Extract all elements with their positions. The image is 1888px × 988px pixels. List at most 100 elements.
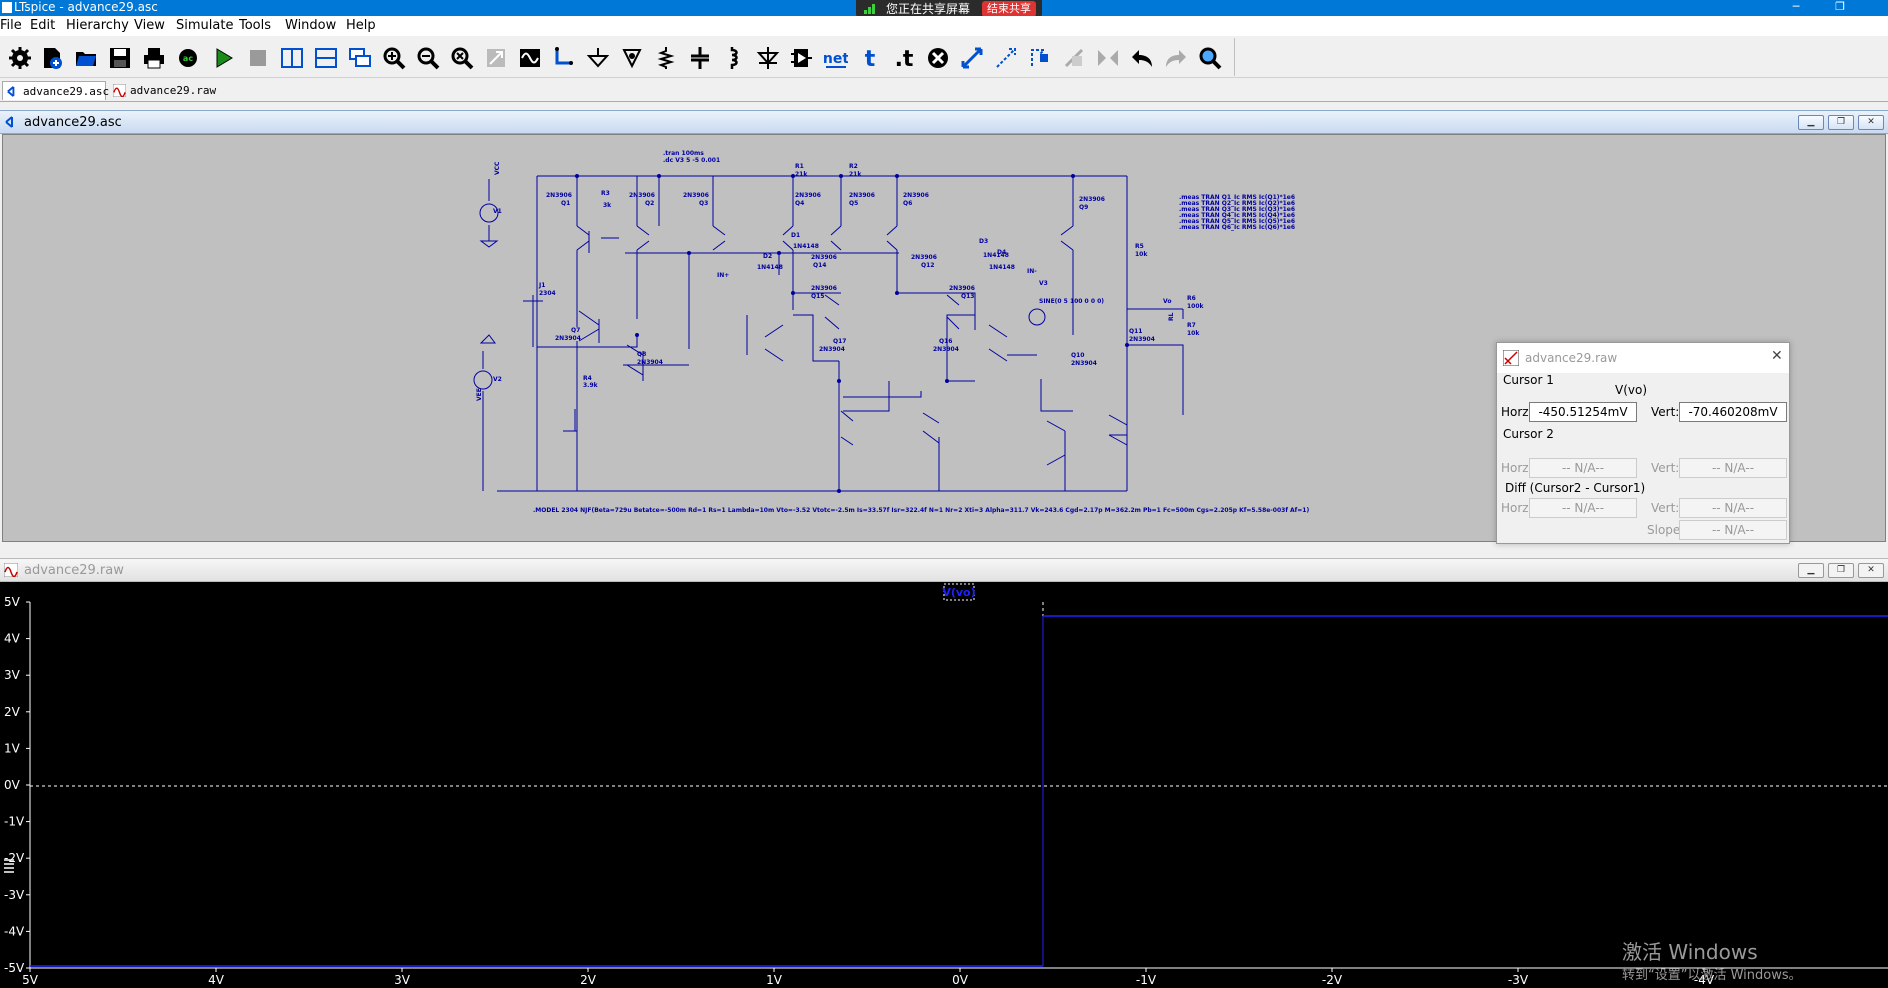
waveform-window-titlebar: advance29.raw ▁ ❐ ✕ bbox=[0, 558, 1888, 582]
windows-activation-watermark: 激活 Windows bbox=[1622, 940, 1758, 964]
y-tick-label: -5V bbox=[4, 961, 25, 975]
stop-sharing-button[interactable]: 结束共享 bbox=[982, 1, 1036, 17]
q11-model: 2N3904 bbox=[1129, 336, 1155, 343]
y-tick-label: 3V bbox=[4, 668, 21, 682]
diff-horz-label: Horz: bbox=[1501, 501, 1533, 515]
spice-directive-icon[interactable]: .t bbox=[890, 44, 918, 72]
tile-horizontal-icon[interactable] bbox=[312, 44, 340, 72]
gear-icon[interactable] bbox=[6, 44, 34, 72]
q3-name: Q3 bbox=[699, 200, 708, 207]
zoom-back-icon[interactable] bbox=[482, 44, 510, 72]
new-schematic-icon[interactable] bbox=[38, 44, 66, 72]
mirror-icon[interactable] bbox=[1060, 44, 1088, 72]
autorange-icon[interactable] bbox=[516, 44, 544, 72]
cursor2-vert-label: Vert: bbox=[1651, 461, 1680, 475]
tab-schematic[interactable]: advance29.asc bbox=[2, 81, 110, 100]
schematic-window-titlebar: advance29.asc ▁ ❐ ✕ bbox=[0, 110, 1888, 134]
inductor-icon[interactable] bbox=[720, 44, 748, 72]
close-icon[interactable]: ✕ bbox=[1771, 348, 1783, 364]
ground-icon[interactable] bbox=[584, 44, 612, 72]
delete-icon[interactable] bbox=[924, 44, 952, 72]
minimize-button[interactable]: ─ bbox=[1792, 0, 1800, 13]
document-tabs: advance29.asc advance29.raw bbox=[0, 78, 1888, 102]
redo-icon[interactable] bbox=[1162, 44, 1190, 72]
menu-edit[interactable]: Edit bbox=[30, 18, 56, 33]
trace-label[interactable]: V(vo) bbox=[942, 586, 975, 599]
diode-icon[interactable] bbox=[754, 44, 782, 72]
menu-hierarchy[interactable]: Hierarchy bbox=[66, 18, 129, 33]
mirror-vert-icon[interactable] bbox=[1094, 44, 1122, 72]
y-tick-label: 0V bbox=[4, 778, 21, 792]
cursor1-horz-field[interactable]: -450.51254mV bbox=[1529, 402, 1637, 422]
label-net-icon[interactable] bbox=[618, 44, 646, 72]
v1-name: V1 bbox=[493, 208, 502, 215]
component-icon[interactable] bbox=[788, 44, 816, 72]
menu-tools[interactable]: Tools bbox=[239, 18, 272, 33]
zoom-in-icon[interactable] bbox=[380, 44, 408, 72]
rl-label: RL bbox=[1168, 312, 1175, 321]
in-minus-label: IN- bbox=[1027, 268, 1037, 275]
find-icon[interactable] bbox=[1196, 44, 1224, 72]
drag-icon[interactable] bbox=[992, 44, 1020, 72]
open-icon[interactable] bbox=[72, 44, 100, 72]
cursor2-label: Cursor 2 bbox=[1503, 427, 1554, 441]
tab-label: advance29.asc bbox=[23, 85, 110, 98]
waveform-icon bbox=[4, 563, 18, 577]
move-icon[interactable] bbox=[958, 44, 986, 72]
tile-vertical-icon[interactable] bbox=[278, 44, 306, 72]
text-icon[interactable]: t bbox=[856, 44, 884, 72]
resistor-icon[interactable] bbox=[652, 44, 680, 72]
maximize-button[interactable]: ❐ bbox=[1835, 0, 1845, 13]
restore-button[interactable]: ❐ bbox=[1828, 115, 1854, 130]
x-tick-label: 0V bbox=[952, 973, 969, 987]
q6-model: 2N3906 bbox=[903, 192, 929, 199]
window-title: LTspice - advance29.asc bbox=[14, 0, 158, 14]
cursor-marker-icon[interactable] bbox=[4, 859, 14, 873]
r3-name: R3 bbox=[601, 190, 610, 197]
minimize-button[interactable]: ▁ bbox=[1798, 563, 1824, 578]
q7-name: Q7 bbox=[571, 327, 580, 334]
cascade-icon[interactable] bbox=[346, 44, 374, 72]
capacitor-icon[interactable] bbox=[686, 44, 714, 72]
d3-model: 1N4148 bbox=[983, 252, 1009, 259]
q16-model: 2N3904 bbox=[933, 346, 959, 353]
d2-name: D2 bbox=[763, 253, 772, 260]
menu-simulate[interactable]: Simulate bbox=[176, 18, 234, 33]
q10-model: 2N3904 bbox=[1071, 360, 1097, 367]
halt-icon[interactable] bbox=[244, 44, 272, 72]
zoom-fit-icon[interactable] bbox=[448, 44, 476, 72]
menu-window[interactable]: Window bbox=[285, 18, 337, 33]
run-icon[interactable] bbox=[210, 44, 238, 72]
dc-directive: .dc V3 5 -5 0.001 bbox=[663, 157, 720, 164]
r2-value: 21k bbox=[849, 171, 862, 178]
close-button[interactable]: ✕ bbox=[1858, 563, 1884, 578]
waveform-icon bbox=[113, 84, 126, 97]
undo-icon[interactable] bbox=[1128, 44, 1156, 72]
print-icon[interactable] bbox=[140, 44, 168, 72]
zoom-out-icon[interactable] bbox=[414, 44, 442, 72]
y-tick-label: 2V bbox=[4, 705, 21, 719]
restore-button[interactable]: ❐ bbox=[1828, 563, 1854, 578]
waveform-icon bbox=[1503, 350, 1519, 366]
close-button[interactable]: ✕ bbox=[1858, 115, 1884, 130]
menu-view[interactable]: View bbox=[134, 18, 165, 33]
menu-file[interactable]: File bbox=[0, 18, 22, 33]
screen-share-bar: 您正在共享屏幕 结束共享 bbox=[856, 0, 1042, 18]
v3-sine: SINE(0 5 100 0 0 0) bbox=[1039, 298, 1104, 305]
menu-help[interactable]: Help bbox=[346, 18, 376, 33]
save-icon[interactable] bbox=[106, 44, 134, 72]
x-tick-label: -4V bbox=[1694, 973, 1715, 987]
tab-waveform[interactable]: advance29.raw bbox=[110, 81, 216, 100]
slope-field: -- N/A-- bbox=[1679, 520, 1787, 540]
cursor1-vert-field[interactable]: -70.460208mV bbox=[1679, 402, 1787, 422]
schematic-junctions bbox=[575, 174, 1129, 493]
vcc-label: VCC bbox=[494, 161, 501, 175]
control-panel-icon[interactable]: ac bbox=[174, 44, 202, 72]
net-label-icon[interactable]: net bbox=[822, 44, 850, 72]
minimize-button[interactable]: ▁ bbox=[1798, 115, 1824, 130]
rotate-icon[interactable] bbox=[1026, 44, 1054, 72]
wire-icon[interactable] bbox=[550, 44, 578, 72]
r6-name: R6 bbox=[1187, 295, 1196, 302]
d2-model: 1N4148 bbox=[757, 264, 783, 271]
